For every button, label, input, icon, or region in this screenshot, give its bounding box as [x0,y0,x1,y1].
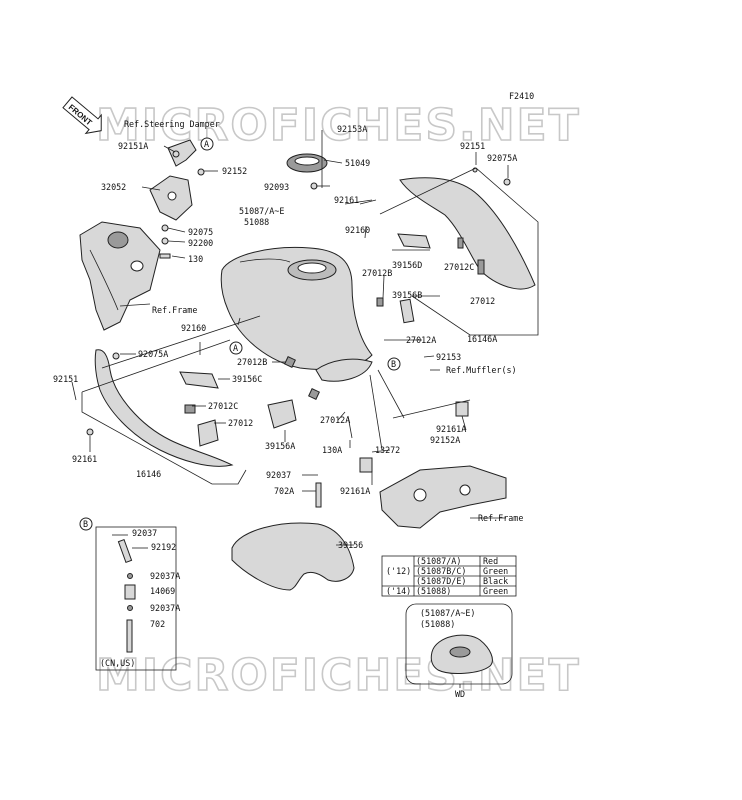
color-table-part-1: (51087/A) [416,556,461,566]
callout-92151A: 92151A [118,141,148,151]
detail-wd-part-1: (51087/A~E) [420,608,475,618]
circle-marker-a-mid: A [229,341,243,355]
detail-b-item-3: 92037A [150,571,180,581]
detail-b-region: (CN,US) [100,658,135,668]
callout-130: 130 [188,254,203,264]
callout-92075: 92075 [188,227,213,237]
group-frames [81,167,539,485]
circle-marker-b: B [387,357,401,371]
callout-92093: 92093 [264,182,289,192]
pads [179,233,431,429]
rods [315,130,353,508]
ref-frame-label-1: Ref.Frame [152,305,197,315]
callout-92153A: 92153A [337,124,367,134]
fuel-tank [220,246,373,400]
detail-b-item-5: 92037A [150,603,180,613]
callout-92075A-l: 92075A [138,349,168,359]
watermark-bottom: MICROFICHES.NET [96,650,581,701]
callout-16146: 16146 [136,469,161,479]
callout-51049: 51049 [345,158,370,168]
callout-92161-l: 92161 [72,454,97,464]
callout-27012C-r: 27012C [444,262,474,272]
callout-39156A: 39156A [265,441,295,451]
side-cover-left [86,349,234,467]
mat-39156 [231,522,355,591]
callout-39156: 39156 [338,540,363,550]
ref-muffler-label: Ref.Muffler(s) [446,365,517,375]
callout-27012-r: 27012 [470,296,495,306]
detail-b-item-4: 14069 [150,586,175,596]
callout-702A: 702A [274,486,294,496]
ref-steering-damper-label: Ref.Steering Damper [124,119,220,129]
detail-wd-label: WD [455,689,465,699]
callout-32052: 32052 [101,182,126,192]
ref-frame-label-2: Ref.Frame [478,513,523,523]
callout-39156C: 39156C [232,374,262,384]
callout-92075A-tr: 92075A [487,153,517,163]
watermark-top: MICROFICHES.NET [96,100,581,151]
callout-27012-l: 27012 [228,418,253,428]
detail-wd-part-2: (51088) [420,619,455,629]
svg-text:A: A [233,343,238,353]
callout-92151-l: 92151 [53,374,78,384]
color-table-color-2: Green [483,566,508,576]
detail-b-marker: B [83,519,88,529]
callout-51087AE: 51087/A~E [239,206,284,216]
color-table-part-2: (51087B/C) [416,566,466,576]
circle-marker-a-top: A [200,137,214,151]
frame-cover-left [79,221,161,331]
color-table-color-3: Black [483,576,508,586]
callout-92161A-1: 92161A [436,424,466,434]
callout-16146A: 16146A [467,334,497,344]
callout-130A: 130A [322,445,342,455]
color-table-year-1: ('12) [386,566,411,576]
callout-13272: 13272 [375,445,400,455]
color-table-color-4: Green [483,586,508,596]
figure-code: F2410 [509,91,534,101]
callout-92160-top: 92160 [345,225,370,235]
svg-text:B: B [391,359,396,369]
detail-b-item-2: 92192 [151,542,176,552]
callout-92152: 92152 [222,166,247,176]
color-table-part-4: (51088) [416,586,451,596]
fuel-cap [286,153,328,190]
callout-92200: 92200 [188,238,213,248]
callout-92161A-2: 92161A [340,486,370,496]
callout-27012B-1: 27012B [362,268,392,278]
color-table-year-2: ('14) [386,586,411,596]
color-table-color-1: Red [483,556,498,566]
svg-text:A: A [204,139,209,149]
detail-b-panel: B 92037 92192 92037A 14069 92037A 702 (C… [79,517,180,671]
callout-92151-tr: 92151 [460,141,485,151]
detail-b-item-1: 92037 [132,528,157,538]
color-table: ('12) ('14) (51087/A) (51087B/C) (51087D… [381,555,517,597]
frame-lower-right [359,369,507,529]
callout-39156B: 39156B [392,290,422,300]
leader-lines [71,145,509,546]
color-table-part-3: (51087D/E) [416,576,466,586]
callout-92152A: 92152A [430,435,460,445]
detail-b-item-6: 702 [150,619,165,629]
callout-27012B-2: 27012B [237,357,267,367]
callout-92161-top: 92161 [334,195,359,205]
callout-51088: 51088 [244,217,269,227]
side-cover-right [399,167,536,290]
callout-27012A-c: 27012A [320,415,350,425]
callout-39156D: 39156D [392,260,422,270]
detail-wd-panel: (51087/A~E) (51088) WD [405,603,513,699]
callout-27012C-l: 27012C [208,401,238,411]
callout-27012A-r: 27012A [406,335,436,345]
callout-92037: 92037 [266,470,291,480]
bracket-assembly [149,139,205,259]
callout-92160-l: 92160 [181,323,206,333]
callout-labels: Ref.Steering Damper 92151A 92152 32052 9… [53,119,523,550]
callout-92153: 92153 [436,352,461,362]
